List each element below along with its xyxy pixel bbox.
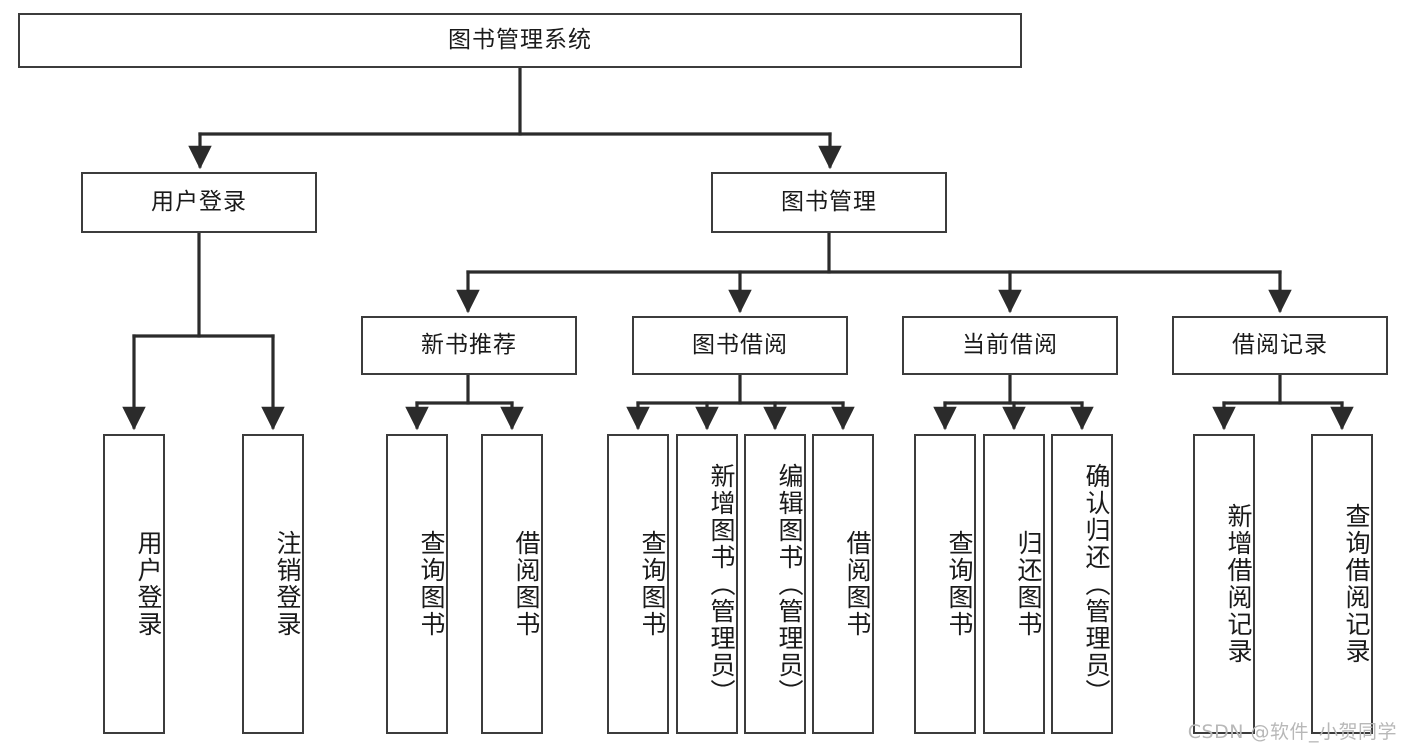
leaf-user-login-login[interactable]: 用户登录 bbox=[103, 434, 165, 734]
leaf-user-login-logout[interactable]: 注销登录 bbox=[242, 434, 304, 734]
leaf-label: 借阅图书 bbox=[512, 530, 541, 638]
leaf-label: 借阅图书 bbox=[843, 530, 872, 638]
leaf-current-return-book[interactable]: 归还图书 bbox=[983, 434, 1045, 734]
leaf-label: 用户登录 bbox=[134, 530, 163, 638]
leaf-current-confirm-return-admin[interactable]: 确认归还（管理员） bbox=[1051, 434, 1113, 734]
node-book-borrow[interactable]: 图书借阅 bbox=[632, 316, 848, 375]
node-current-borrow[interactable]: 当前借阅 bbox=[902, 316, 1118, 375]
leaf-borrow-borrow-book[interactable]: 借阅图书 bbox=[812, 434, 874, 734]
leaf-label: 新增借阅记录 bbox=[1224, 503, 1253, 665]
node-user-login[interactable]: 用户登录 bbox=[81, 172, 317, 233]
node-root-book-management-system[interactable]: 图书管理系统 bbox=[18, 13, 1022, 68]
leaf-new-book-query-book[interactable]: 查询图书 bbox=[386, 434, 448, 734]
leaf-current-query-book[interactable]: 查询图书 bbox=[914, 434, 976, 734]
leaf-label: 查询图书 bbox=[945, 530, 974, 638]
leaf-borrow-query-book[interactable]: 查询图书 bbox=[607, 434, 669, 734]
leaf-label: 查询图书 bbox=[638, 530, 667, 638]
csdn-watermark: CSDN @软件_小贺同学 bbox=[1187, 721, 1397, 743]
leaf-label: 查询借阅记录 bbox=[1342, 503, 1371, 665]
node-book-management[interactable]: 图书管理 bbox=[711, 172, 947, 233]
node-borrow-record[interactable]: 借阅记录 bbox=[1172, 316, 1388, 375]
leaf-new-book-borrow-book[interactable]: 借阅图书 bbox=[481, 434, 543, 734]
leaf-borrow-add-book-admin[interactable]: 新增图书（管理员） bbox=[676, 434, 738, 734]
leaf-label: 确认归还（管理员） bbox=[1082, 462, 1111, 706]
leaf-label: 新增图书（管理员） bbox=[707, 462, 736, 706]
leaf-label: 归还图书 bbox=[1014, 530, 1043, 638]
leaf-label: 查询图书 bbox=[417, 530, 446, 638]
node-new-book-recommend[interactable]: 新书推荐 bbox=[361, 316, 577, 375]
leaf-record-add-borrow-record[interactable]: 新增借阅记录 bbox=[1193, 434, 1255, 734]
leaf-record-query-borrow-record[interactable]: 查询借阅记录 bbox=[1311, 434, 1373, 734]
leaf-label: 编辑图书（管理员） bbox=[775, 462, 804, 706]
leaf-label: 注销登录 bbox=[273, 530, 302, 638]
leaf-borrow-edit-book-admin[interactable]: 编辑图书（管理员） bbox=[744, 434, 806, 734]
